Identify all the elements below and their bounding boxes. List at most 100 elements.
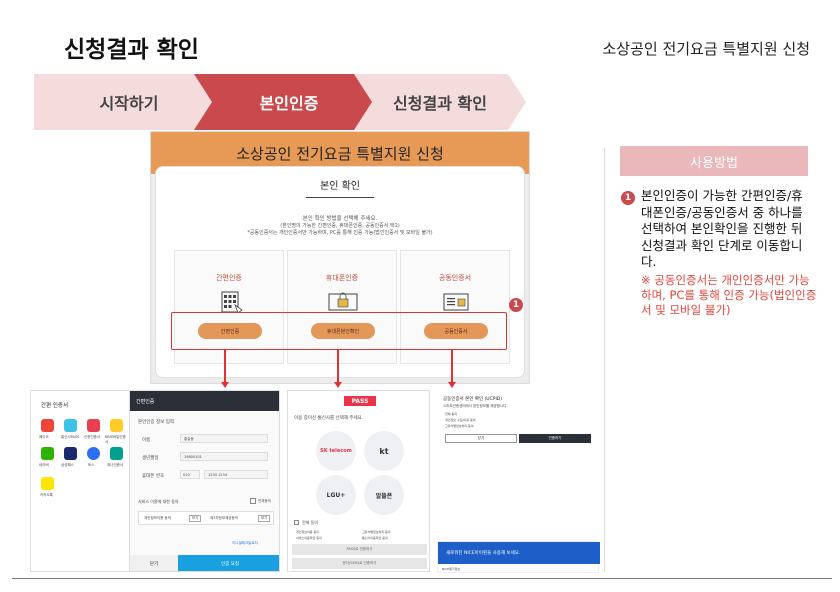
kakao-icon[interactable]: [41, 477, 54, 490]
terms-all-label: 전체동의: [258, 499, 271, 503]
auth-desc-2: (본인명의 가능한 간편인증, 휴대폰인증, 공동인증서 택1): [280, 223, 400, 229]
pass-agree-2[interactable]: 고유식별정보처리 동의: [362, 530, 391, 534]
phone-auth-label: 휴대폰인증: [325, 274, 359, 282]
pass-logo: PASS: [344, 396, 376, 406]
bottom-divider: [12, 578, 832, 579]
nice-ad-footer: NICE평가정보: [442, 567, 461, 571]
term2-view-button[interactable]: 보기: [258, 515, 271, 522]
simple-auth-cancel-button[interactable]: 닫기: [130, 555, 178, 571]
term1-view-button[interactable]: 보기: [189, 515, 202, 522]
pass-sms-auth-button[interactable]: 문자(SMS)로 인증하기: [292, 558, 427, 569]
certificate-icon: [443, 293, 469, 311]
term1-label[interactable]: 개인정보이용 동의: [144, 516, 171, 520]
phone-number-input[interactable]: [204, 470, 268, 479]
pass-all-agree-checkbox[interactable]: [294, 520, 299, 525]
arrow-head-3: [448, 382, 456, 388]
cert-auth-label: 공동인증서: [438, 274, 472, 282]
app-label-hana: 하나인증서: [107, 463, 124, 467]
toss-icon[interactable]: [87, 447, 100, 460]
birth-label: 생년월일: [142, 456, 159, 461]
name-value: 홍길동: [184, 437, 194, 441]
app-label-samsung: 삼성패스: [61, 463, 74, 467]
cert-agree-1[interactable]: 개인정보 수집/이용 동의: [445, 418, 476, 422]
pass-prompt: 이용 중이신 통신사를 선택해 주세요.: [294, 416, 364, 421]
carrier-skt-button[interactable]: SK telecom: [316, 431, 356, 471]
cert-subtitle: 스마트인증센터에서 본인정보를 제공합니다.: [443, 404, 508, 408]
arrow-line-1: [224, 350, 226, 382]
phone-prefix-input[interactable]: [180, 470, 200, 479]
hana-icon[interactable]: [110, 447, 123, 460]
shinhan-icon[interactable]: [87, 419, 100, 432]
phone-label: 휴대폰 번호: [142, 474, 165, 479]
cert-confirm-button[interactable]: 인증하기: [519, 434, 591, 443]
auth-buttons-highlight: [171, 312, 507, 350]
phone-auth-box[interactable]: 휴대폰인증 휴대폰본인확인: [287, 250, 397, 364]
terms-title: 서비스 이용에 대한 동의: [138, 499, 179, 504]
auth-card: 본인 확인 본인 확인 방법을 선택해 주세요. (본인명의 가능한 간편인증,…: [155, 166, 525, 378]
simple-auth-actions: 닫기 인증 요청: [130, 555, 279, 571]
pass-agree-4[interactable]: 통신사이용약관 동의: [362, 536, 388, 540]
simple-auth-panel-title: 간편인증: [136, 399, 155, 405]
payco-icon[interactable]: [41, 419, 54, 432]
pass-agree-1[interactable]: 개인정보이용 동의: [296, 530, 320, 534]
carrier-mvno-button[interactable]: 알뜰폰: [364, 475, 404, 515]
cert-auth-button[interactable]: 공동인증서: [424, 323, 488, 339]
app-label-shinhan: 신한인증서: [84, 435, 101, 439]
terms-row: [138, 511, 274, 525]
auth-select-screenshot: 소상공인 전기요금 특별지원 신청 본인 확인 본인 확인 방법을 선택해 주세…: [150, 131, 530, 384]
auth-desc-1: 본인 확인 방법을 선택해 주세요.: [302, 216, 378, 222]
pass-agree-3[interactable]: 서비스이용약관 동의: [296, 536, 322, 540]
app-label-naver: 네이버: [39, 463, 49, 467]
app-label-pass: 통신사PASS: [61, 435, 80, 439]
usage-description: 본인인증이 가능한 간편인증/휴대폰인증/공동인증서 중 하나를 선택하여 본인…: [641, 188, 803, 269]
carrier-lgu-button[interactable]: LGU+: [316, 475, 356, 515]
simple-auth-app-list: 간편 인증서 페이코 통신사PASS 신한인증서 KB모바일인증서 네이버 삼성…: [31, 391, 129, 571]
naver-icon[interactable]: [41, 447, 54, 460]
app-label-kb: KB모바일인증서: [105, 435, 126, 444]
name-label: 이름: [142, 438, 151, 443]
pass-auth-screenshot: PASS 이용 중이신 통신사를 선택해 주세요. SK telecom kt …: [287, 390, 430, 572]
arrow-head-2: [334, 382, 342, 388]
phone-auth-button[interactable]: 휴대폰본인확인: [311, 323, 375, 339]
terms-all-checkbox[interactable]: [250, 498, 256, 504]
panel-divider: [604, 148, 605, 572]
birth-value: 19800101: [184, 455, 202, 459]
phone-prefix-value: 010: [183, 473, 190, 477]
nice-ad-banner[interactable]: [438, 542, 600, 564]
auth-card-title: 본인 확인: [156, 177, 524, 198]
pass-app-auth-button[interactable]: PASS로 인증하기: [292, 544, 427, 555]
cert-cancel-button[interactable]: 닫기: [445, 434, 517, 443]
carrier-kt-button[interactable]: kt: [364, 431, 404, 471]
app-label-kakao: 카카오톡: [40, 493, 53, 497]
simple-auth-section: 본인인증 정보 입력: [138, 420, 174, 425]
auth-desc-3: *공동인증서는 개인인증서만 가능하며, PC를 통해 인증 가능(법인인증서 …: [247, 230, 433, 236]
pass-icon[interactable]: [64, 419, 77, 432]
kb-icon[interactable]: [110, 419, 123, 432]
cert-title: 공동인증서 본인 확인 (UCPID): [443, 397, 503, 402]
step-auth-active: 본인인증: [194, 74, 384, 130]
cert-agree-all[interactable]: 전체 동의: [445, 412, 457, 416]
name-input[interactable]: [180, 434, 268, 443]
nice-ad-screenshot: 새로워진 NICE아이핀을 사용해 보세요. NICE평가정보: [437, 541, 600, 573]
step-indicator: 시작하기 본인인증 신청결과 확인: [34, 74, 526, 130]
simple-auth-box[interactable]: 간편인증 간편인증: [174, 250, 284, 364]
cert-auth-box[interactable]: 공동인증서 공동인증서: [400, 250, 510, 364]
keypad-icon: [221, 291, 243, 313]
simple-auth-button[interactable]: 간편인증: [198, 323, 262, 339]
cert-agree-2[interactable]: 고유식별정보처리 동의: [445, 424, 474, 428]
phone-number-value: 1234 1234: [208, 473, 227, 477]
arrow-line-3: [451, 350, 453, 382]
step-start: 시작하기: [34, 74, 224, 130]
simple-auth-screenshot: 간편 인증서 페이코 통신사PASS 신한인증서 KB모바일인증서 네이버 삼성…: [30, 390, 280, 572]
nice-ad-text: 새로워진 NICE아이핀을 사용해 보세요.: [446, 551, 521, 556]
arrow-head-1: [221, 382, 229, 388]
birth-input[interactable]: [180, 452, 268, 461]
simple-auth-label: 간편인증: [216, 274, 242, 282]
step-badge: 1: [509, 298, 523, 312]
arrow-line-2: [337, 350, 339, 382]
simple-auth-confirm-button[interactable]: 인증 요청: [178, 555, 279, 571]
samsung-pass-icon[interactable]: [64, 447, 77, 460]
app-label-toss: 토스: [88, 463, 95, 467]
term2-label[interactable]: 제3자정보제공동의: [210, 516, 238, 520]
cert-auth-screenshot: 공동인증서 본인 확인 (UCPID) 스마트인증센터에서 본인정보를 제공합니…: [437, 390, 599, 450]
